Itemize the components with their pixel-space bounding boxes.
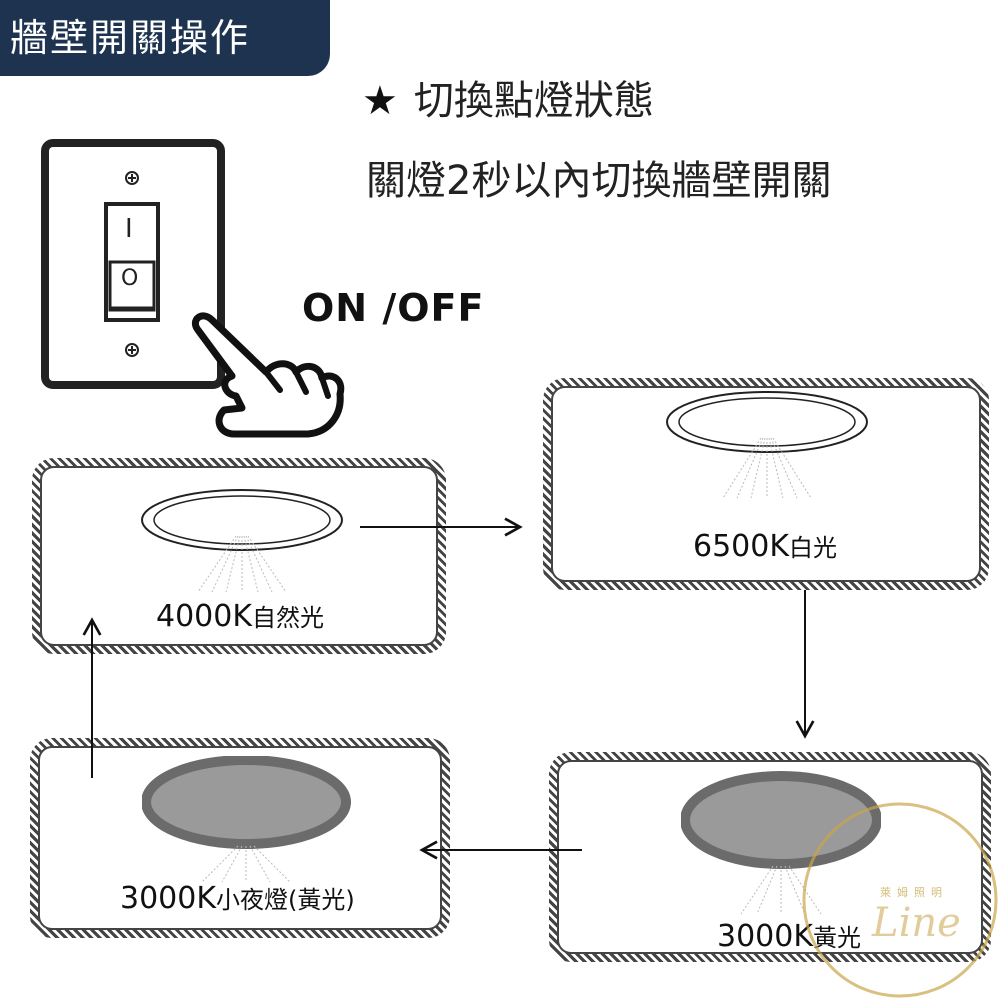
instruction-line-2: 關燈2秒以內切換牆壁開關 [366, 158, 832, 204]
lamp-outline-icon [666, 391, 868, 499]
mode-box-3000k: 3000K黃光 [549, 752, 991, 962]
mode-temp: 3000K [120, 881, 217, 916]
mode-temp: 4000K [156, 599, 253, 634]
mode-label-3000k-night: 3000K小夜燈(黃光) [120, 880, 355, 916]
instruction-line-1: ★ 切換點燈狀態 [362, 68, 654, 126]
mode-box-6500k: 6500K白光 [543, 378, 989, 590]
mode-box-4000k: 4000K自然光 [32, 458, 446, 654]
mode-label-6500k: 6500K白光 [693, 528, 837, 564]
mode-temp: 6500K [693, 529, 790, 564]
mode-name: 黃光 [813, 924, 862, 952]
brand-watermark-logo [802, 802, 998, 998]
mode-label-4000k: 4000K自然光 [156, 598, 324, 634]
watermark-brand: 萊姆照明 [880, 886, 948, 899]
mode-temp: 3000K [717, 919, 814, 954]
lamp-outline-icon [141, 489, 343, 593]
header-badge: 牆壁開關操作 [0, 0, 330, 76]
mode-name: 白光 [789, 534, 838, 562]
lamp-dim-icon [681, 771, 881, 915]
mode-label-3000k: 3000K黃光 [717, 918, 861, 954]
on-off-label: ON /OFF [302, 286, 485, 330]
pointing-hand-icon [191, 312, 345, 438]
wall-switch-icon [41, 139, 225, 389]
switch-on-symbol: I [125, 214, 133, 244]
mode-name: 小夜燈(黃光) [216, 886, 355, 914]
mode-box-3000k-night: 3000K小夜燈(黃光) [30, 738, 450, 938]
watermark-script: Line [872, 900, 961, 946]
switch-off-symbol: O [121, 266, 139, 291]
instruction-text-1: 切換點燈狀態 [413, 78, 654, 124]
lamp-dim-icon [142, 756, 351, 883]
star-icon: ★ [362, 78, 398, 124]
mode-name: 自然光 [252, 604, 325, 632]
